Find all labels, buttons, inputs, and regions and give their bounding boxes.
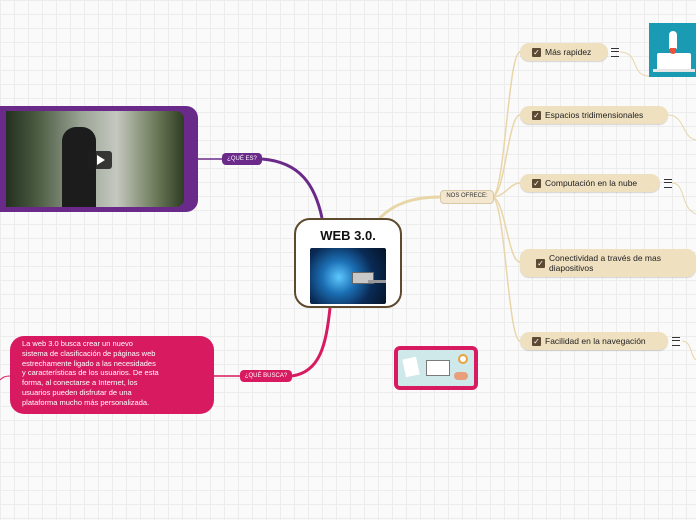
branch-que-busca[interactable]: ¿QUÉ BUSCA?	[240, 370, 292, 382]
laptop-shape	[657, 53, 691, 69]
branch-que-es[interactable]: ¿QUÉ ES?	[222, 153, 262, 165]
topic-espacios-tridimensionales[interactable]: ✓ Espacios tridimensionales	[520, 106, 668, 124]
topic-label: Facilidad en la navegación	[545, 336, 646, 346]
central-title: WEB 3.0.	[320, 228, 376, 243]
note-lines-icon[interactable]	[611, 48, 619, 57]
description-line: La web 3.0 busca crear un nuevo	[22, 339, 133, 348]
check-icon: ✓	[532, 110, 541, 120]
video-thumbnail	[6, 111, 184, 207]
check-icon: ✓	[532, 47, 541, 57]
topic-computacion-nube[interactable]: ✓ Computación en la nube	[520, 174, 660, 192]
check-icon: ✓	[536, 258, 545, 268]
description-line: y características de los usuarios. De es…	[22, 368, 159, 378]
check-icon: ✓	[532, 336, 541, 346]
description-line: forma, al conectarse a Internet, los	[22, 378, 138, 388]
laptop-shape	[426, 360, 450, 376]
laptop-base	[653, 69, 695, 72]
paper-shape	[402, 356, 420, 378]
topic-label: Computación en la nube	[545, 178, 638, 188]
description-line: estrechamente ligado a las necesidades	[22, 358, 156, 368]
check-icon: ✓	[532, 178, 541, 188]
description-line: sistema de clasificación de páginas web	[22, 348, 156, 358]
branch-nos-ofrece[interactable]: NOS OFRECE:	[440, 190, 494, 204]
topic-facilidad-navegacion[interactable]: ✓ Facilidad en la navegación	[520, 332, 668, 350]
workspace-illustration[interactable]	[394, 346, 478, 390]
topic-label: Conectividad a través de mas diapositivo…	[549, 253, 661, 274]
note-lines-icon[interactable]	[672, 337, 680, 346]
description-line: plataforma mucho más personalizada.	[22, 397, 150, 407]
description-box[interactable]: La web 3.0 busca crear un nuevo sistema …	[10, 336, 214, 414]
topic-label: Espacios tridimensionales	[545, 110, 644, 120]
wire-shape	[368, 280, 386, 283]
topic-label-line2: diapositivos	[549, 263, 594, 273]
play-icon[interactable]	[88, 151, 112, 169]
desk-scene	[398, 350, 474, 386]
rocket-icon	[669, 31, 677, 49]
topic-conectividad[interactable]: ✓ Conectividad a través de mas diapositi…	[520, 249, 696, 277]
rocket-laptop-illustration[interactable]	[649, 23, 696, 77]
topic-mas-rapidez[interactable]: ✓ Más rapidez	[520, 43, 608, 61]
coffee-cup-icon	[458, 354, 468, 364]
topic-label-line1: Conectividad a través de mas	[549, 252, 661, 263]
note-lines-icon[interactable]	[664, 179, 672, 188]
topic-label: Más rapidez	[545, 47, 592, 57]
description-line: usuarios pueden disfrutar de una	[22, 387, 132, 397]
flame-shape	[670, 48, 676, 54]
network-plug-image	[310, 248, 386, 304]
video-node[interactable]	[0, 106, 198, 212]
hand-shape	[454, 372, 468, 380]
central-topic[interactable]: WEB 3.0.	[294, 218, 402, 308]
